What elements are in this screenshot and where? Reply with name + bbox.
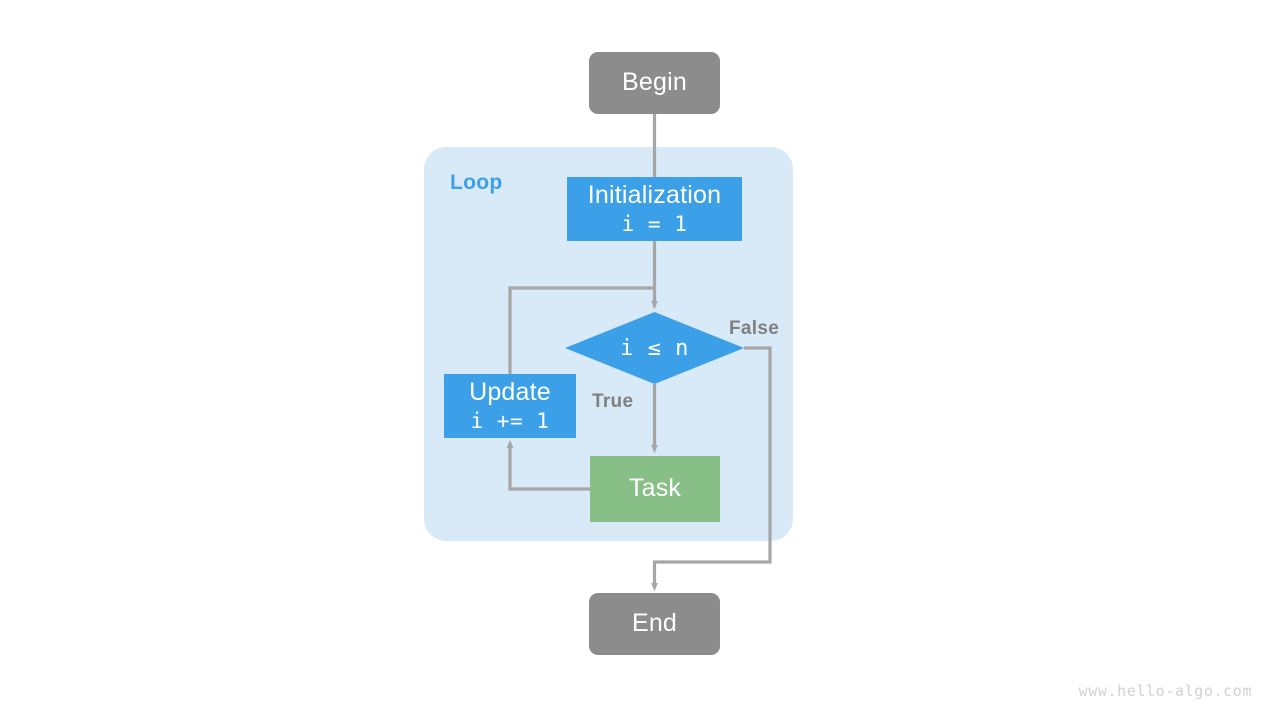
node-decision[interactable]: i ≤ n [565,312,744,384]
edge-update-to-decision [508,286,655,374]
node-update[interactable]: Update i += 1 [444,374,576,438]
edge-decision-false-to-end [651,346,772,592]
watermark: www.hello-algo.com [1078,682,1252,700]
node-initialization-label: Initialization [587,181,722,210]
edge-label-false: False [729,318,780,339]
node-initialization[interactable]: Initialization i = 1 [567,177,742,241]
loop-container-label: Loop [450,171,503,194]
node-update-code: i += 1 [470,408,550,433]
node-initialization-code: i = 1 [621,211,688,236]
node-end[interactable]: End [589,593,720,655]
edge-task-to-update [506,439,590,491]
node-begin-label: Begin [622,68,687,97]
node-task-label: Task [628,474,682,503]
node-update-label: Update [469,378,551,407]
node-end-label: End [631,609,678,638]
node-decision-label: i ≤ n [620,335,689,361]
node-task[interactable]: Task [590,456,720,522]
node-begin[interactable]: Begin [589,52,720,114]
edge-label-true: True [592,391,634,412]
